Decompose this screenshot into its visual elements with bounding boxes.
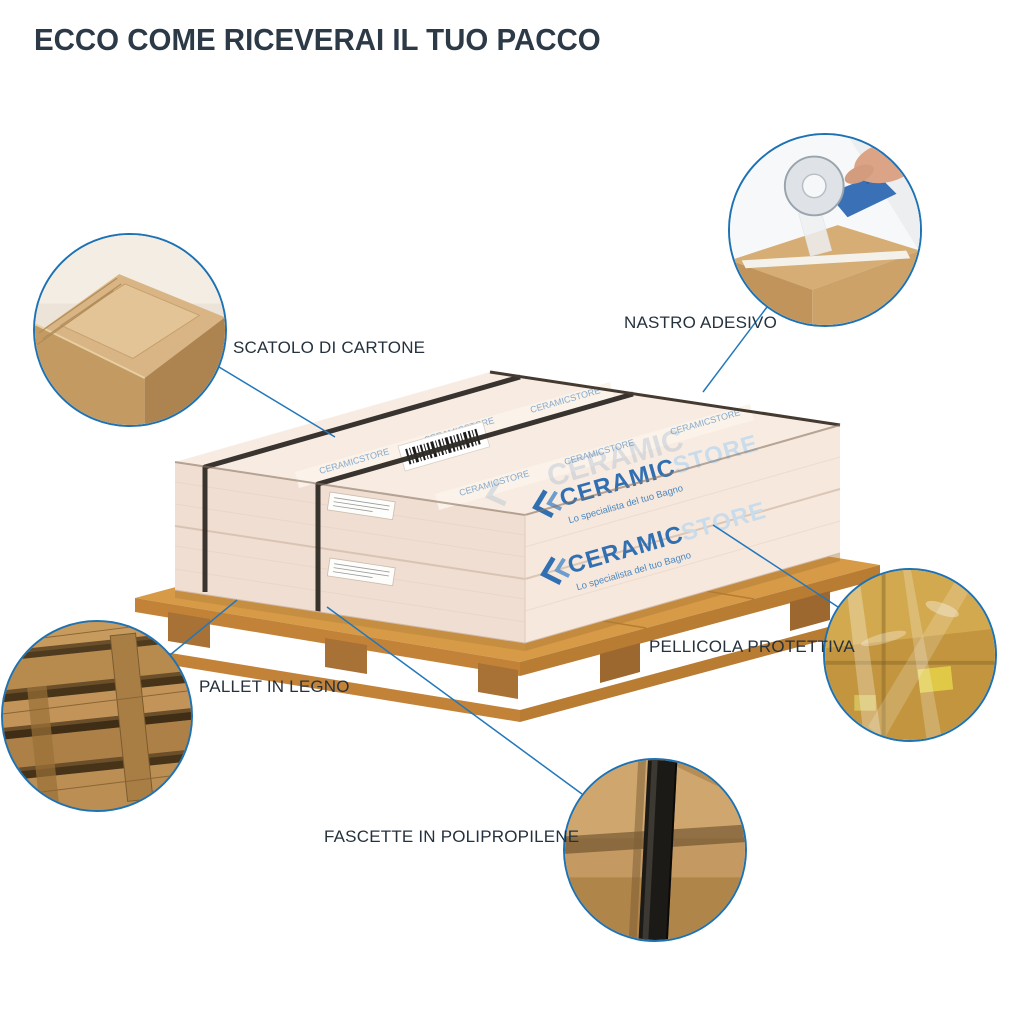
photo-tape-circle: [728, 133, 922, 327]
strap-band-closeup: [627, 760, 678, 940]
top-back-edge: [489, 370, 841, 427]
wrapped-package: CERAMICSTORE CERAMICSTORE CERAMICSTORE C…: [174, 370, 841, 644]
corrugation-lines: [36, 277, 122, 346]
package-shadow-right: [525, 553, 840, 651]
callout-label-tape: NASTRO ADESIVO: [624, 313, 778, 332]
brand-chevron-icon: [540, 556, 570, 585]
photo-pallet-circle: [1, 620, 193, 812]
callout-label-pallet: PALLET IN LEGNO: [199, 677, 350, 696]
brand-chevron-icon: [532, 489, 562, 518]
leader-line-film: [712, 524, 839, 608]
callout-label-cardboard: SCATOLO DI CARTONE: [233, 338, 426, 357]
shipping-label: [326, 557, 396, 587]
photo-cardboard-circle: [33, 233, 227, 427]
photo-strap-circle: [563, 758, 747, 942]
pallet-boards: [3, 622, 191, 810]
callout-label-straps: FASCETTE IN POLIPROPILENE: [324, 827, 580, 846]
film-shine: [844, 570, 976, 740]
page-title: ECCO COME RICEVERAI IL TUO PACCO: [34, 22, 601, 57]
shipping-label: [326, 491, 396, 521]
package-shadow: [175, 590, 525, 651]
callout-label-film: PELLICOLA PROTETTIVA: [649, 637, 855, 656]
leader-line-cardboard: [218, 366, 336, 438]
leader-line-pallet: [169, 599, 238, 656]
leader-line-straps: [326, 606, 583, 795]
photo-film-circle: [823, 568, 997, 742]
leader-lines: [169, 306, 839, 795]
leader-line-tape: [702, 306, 768, 393]
yellow-label: [917, 666, 954, 693]
